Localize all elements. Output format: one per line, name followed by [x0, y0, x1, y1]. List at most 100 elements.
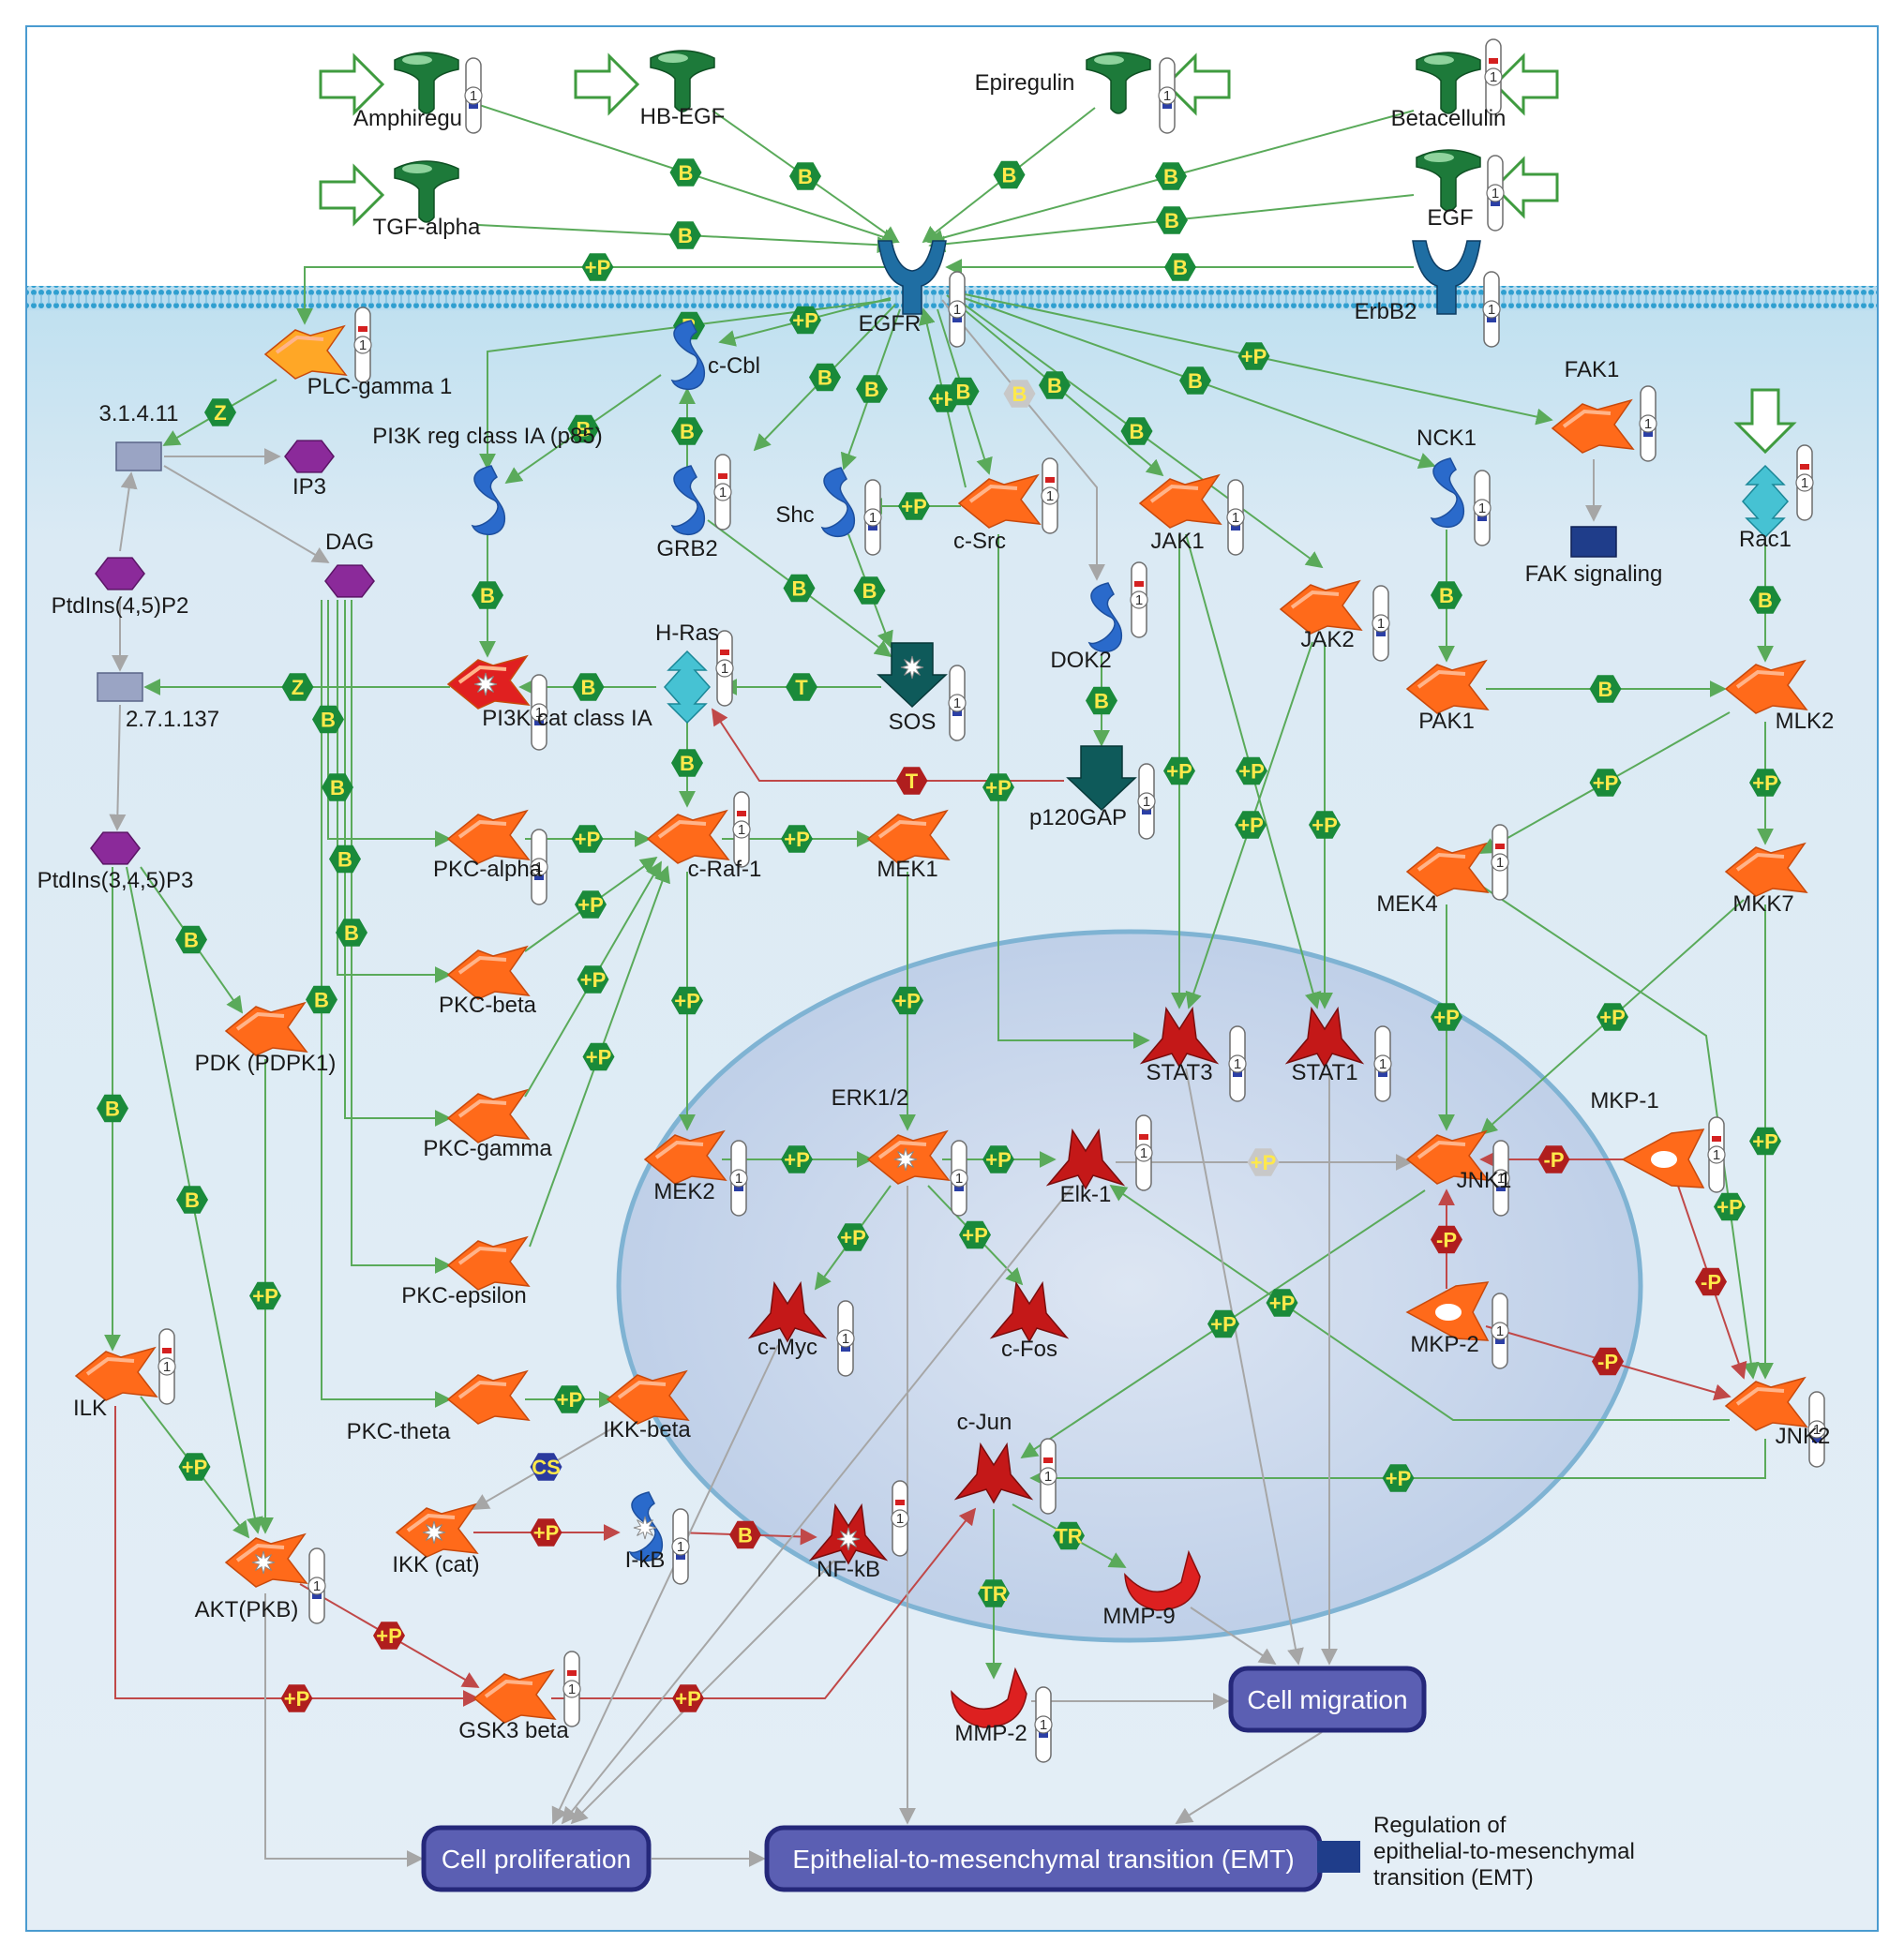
node-nf-kb[interactable]: 1NF-kB	[808, 1480, 909, 1582]
node-c-raf1[interactable]: 1c-Raf-1	[646, 791, 761, 882]
node-c-jun[interactable]: 1c-Jun	[953, 1410, 1057, 1515]
badge-label: +P	[985, 1148, 1012, 1172]
expression-level-mark	[1496, 1186, 1506, 1191]
node-pkc-theta[interactable]: PKC-theta	[347, 1369, 531, 1444]
node-c-myc[interactable]: 1c-Myc	[747, 1280, 855, 1377]
node-dag[interactable]: DAG	[324, 530, 375, 598]
badge-hexagon	[809, 363, 841, 392]
node-pkc-epsilon[interactable]: PKC-epsilon	[401, 1235, 531, 1308]
node-enz-31411[interactable]: 3.1.4.11	[99, 401, 179, 471]
node-mkk7[interactable]: MKK7	[1724, 842, 1808, 917]
node-enz-271137[interactable]: 2.7.1.137	[97, 672, 219, 732]
node-pip2[interactable]: PtdIns(4,5)P2	[52, 557, 189, 619]
indicator-index-circle	[948, 694, 967, 712]
node-ikk-cat[interactable]: IKK (cat)	[392, 1502, 480, 1577]
node-pdk[interactable]: PDK (PDPK1)	[195, 1001, 337, 1076]
node-pip3[interactable]: PtdIns(3,4,5)P3	[37, 831, 194, 893]
node-mlk2[interactable]: MLK2	[1724, 659, 1834, 734]
ligand-body	[1086, 52, 1151, 114]
indicator-index: 1	[721, 661, 728, 677]
node-c-cbl[interactable]: c-Cbl	[670, 320, 760, 391]
node-pkc-beta[interactable]: PKC-beta	[439, 945, 537, 1018]
node-fak-signaling[interactable]: FAK signaling	[1525, 526, 1663, 587]
mechanism-badge: +P	[1236, 756, 1267, 785]
badge-label: +P	[792, 309, 818, 333]
node-c-src[interactable]: 1c-Src	[953, 457, 1059, 554]
kinase-body	[1724, 842, 1808, 897]
badge-label: +P	[575, 828, 601, 851]
node-label: EGFR	[859, 311, 922, 336]
node-hb-egf[interactable]: HB-EGF	[574, 50, 725, 129]
process-emt[interactable]: Epithelial-to-mesenchymal transition (EM…	[764, 1825, 1323, 1892]
indicator-index-circle	[1491, 1322, 1509, 1340]
badge-hexagon	[530, 1453, 562, 1481]
expression-level-mark	[1643, 431, 1653, 437]
node-pkc-gamma[interactable]: PKC-gamma	[423, 1088, 552, 1161]
node-h-ras[interactable]: 1H-Ras	[655, 620, 734, 725]
badge-label: B	[864, 378, 879, 401]
node-pi3k-reg[interactable]: PI3K reg class IA (p85)	[372, 424, 603, 536]
reaction-box	[97, 672, 143, 702]
node-mmp9[interactable]: MMP-9	[1102, 1549, 1201, 1629]
indicator-index-circle	[732, 820, 751, 839]
expression-level-mark	[1495, 844, 1505, 849]
node-ikk-beta[interactable]: IKK-beta	[603, 1369, 691, 1442]
badge-hexagon	[1749, 586, 1781, 614]
node-c-fos[interactable]: c-Fos	[989, 1280, 1070, 1362]
node-ikb[interactable]: 1I-kB	[625, 1491, 690, 1585]
gef-icon	[877, 642, 948, 709]
badge-label: +P	[1593, 771, 1619, 795]
mechanism-badge: Z	[281, 673, 314, 701]
node-pak1[interactable]: PAK1	[1405, 659, 1490, 734]
badge-label: B	[1094, 690, 1109, 713]
process-cell-migration[interactable]: Cell migration	[1228, 1666, 1427, 1733]
node-tgf-alpha[interactable]: TGF-alpha	[319, 160, 481, 240]
phosphatase-pocket	[1435, 1304, 1462, 1321]
edge-ilk-gsk3b	[114, 1406, 480, 1707]
mechanism-badge: +P	[581, 253, 614, 281]
process-cell-proliferation[interactable]: Cell proliferation	[421, 1825, 652, 1892]
kinase-body	[643, 1129, 727, 1185]
edge-jnk2-c-jun	[1029, 1439, 1766, 1487]
adaptor-icon	[670, 320, 705, 391]
kinase-body	[646, 809, 730, 864]
gap-icon	[1066, 745, 1137, 812]
node-ip3[interactable]: IP3	[284, 440, 335, 500]
indicator-index: 1	[1492, 186, 1499, 202]
badge-label: -P	[1597, 1351, 1618, 1374]
node-mek1[interactable]: MEK1	[866, 809, 951, 882]
